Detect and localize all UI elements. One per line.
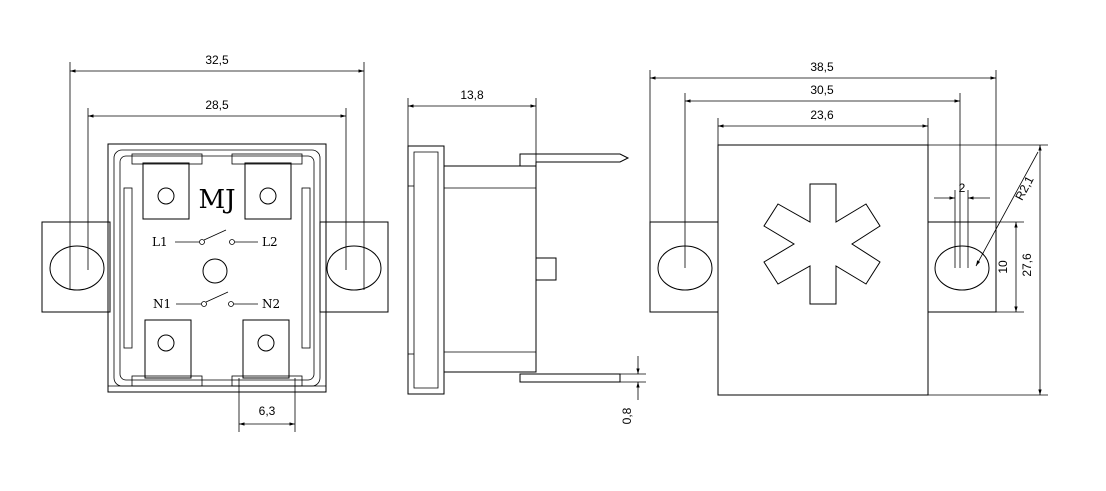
- brand-mark: MJ: [198, 185, 235, 215]
- bottom-left-terminal-clip: [131, 375, 203, 387]
- terminal-label-l1: L1: [152, 235, 168, 249]
- right-mounting-hole: [326, 245, 382, 291]
- top-right-terminal-clip: [231, 153, 303, 165]
- dimension-radius: R2,1: [1012, 173, 1036, 202]
- terminal-n2-hole: [257, 334, 275, 352]
- dimension-hole-spacing: 28,5: [205, 98, 229, 112]
- side-body-outline: [407, 145, 445, 395]
- terminal-l2-hole: [259, 187, 277, 205]
- dimension-body-width: 23,6: [810, 108, 834, 122]
- terminal-l1-tab: [142, 162, 190, 220]
- terminal-label-n2: N2: [262, 297, 280, 311]
- rear-star-cutout: [763, 183, 881, 305]
- right-rail: [301, 187, 311, 349]
- dimension-overall-width: 32,5: [205, 53, 229, 67]
- dimension-depth: 13,8: [460, 88, 484, 102]
- dimension-slot-width: 2: [959, 181, 966, 195]
- side-housing: [443, 165, 537, 373]
- terminal-n1-hole: [157, 334, 175, 352]
- switch-l-symbol: [175, 229, 258, 245]
- right-mounting-flange: [319, 221, 389, 313]
- top-left-terminal-clip: [131, 153, 203, 165]
- terminal-n1-tab: [144, 319, 192, 379]
- bottom-right-terminal-clip: [231, 375, 303, 387]
- left-rail: [123, 187, 133, 349]
- rear-left-flange: [649, 221, 719, 313]
- center-button: [202, 258, 228, 284]
- dimension-body-height: 27,6: [1020, 253, 1034, 277]
- dimension-flange-height: 10: [996, 260, 1010, 274]
- dimension-terminal-width: 6,3: [259, 404, 276, 418]
- top-pin: [519, 153, 630, 167]
- front-body-outline: [107, 143, 327, 393]
- rear-body-outline: [717, 144, 929, 396]
- radius-leader-line: [975, 151, 1039, 267]
- dimension-pin-thickness: 0,8: [620, 407, 634, 424]
- terminal-label-l2: L2: [262, 235, 278, 249]
- terminal-label-n1: N1: [153, 297, 171, 311]
- bottom-pin: [519, 373, 621, 383]
- side-view: 13,8 0,8: [407, 88, 646, 424]
- rear-right-mounting-hole: [934, 245, 990, 291]
- rear-view: 38,5 30,5 23,6 2 R2,1 10 27,6: [649, 60, 1048, 396]
- side-body-inner: [413, 151, 439, 389]
- dimension-rear-hole-spacing: 30,5: [810, 83, 834, 97]
- rear-right-flange: [927, 221, 997, 313]
- front-body-inner-panel: [119, 155, 315, 381]
- terminal-n2-tab: [242, 319, 290, 379]
- left-mounting-flange: [41, 221, 111, 313]
- terminal-l1-hole: [157, 187, 175, 205]
- front-view: MJ L1 L2 N1 N2 32,5 2: [41, 53, 389, 432]
- dimension-rear-overall-width: 38,5: [810, 60, 834, 74]
- side-push-button: [535, 257, 557, 281]
- switch-n-symbol: [176, 291, 258, 307]
- left-mounting-hole: [49, 245, 105, 291]
- terminal-l2-tab: [244, 162, 292, 220]
